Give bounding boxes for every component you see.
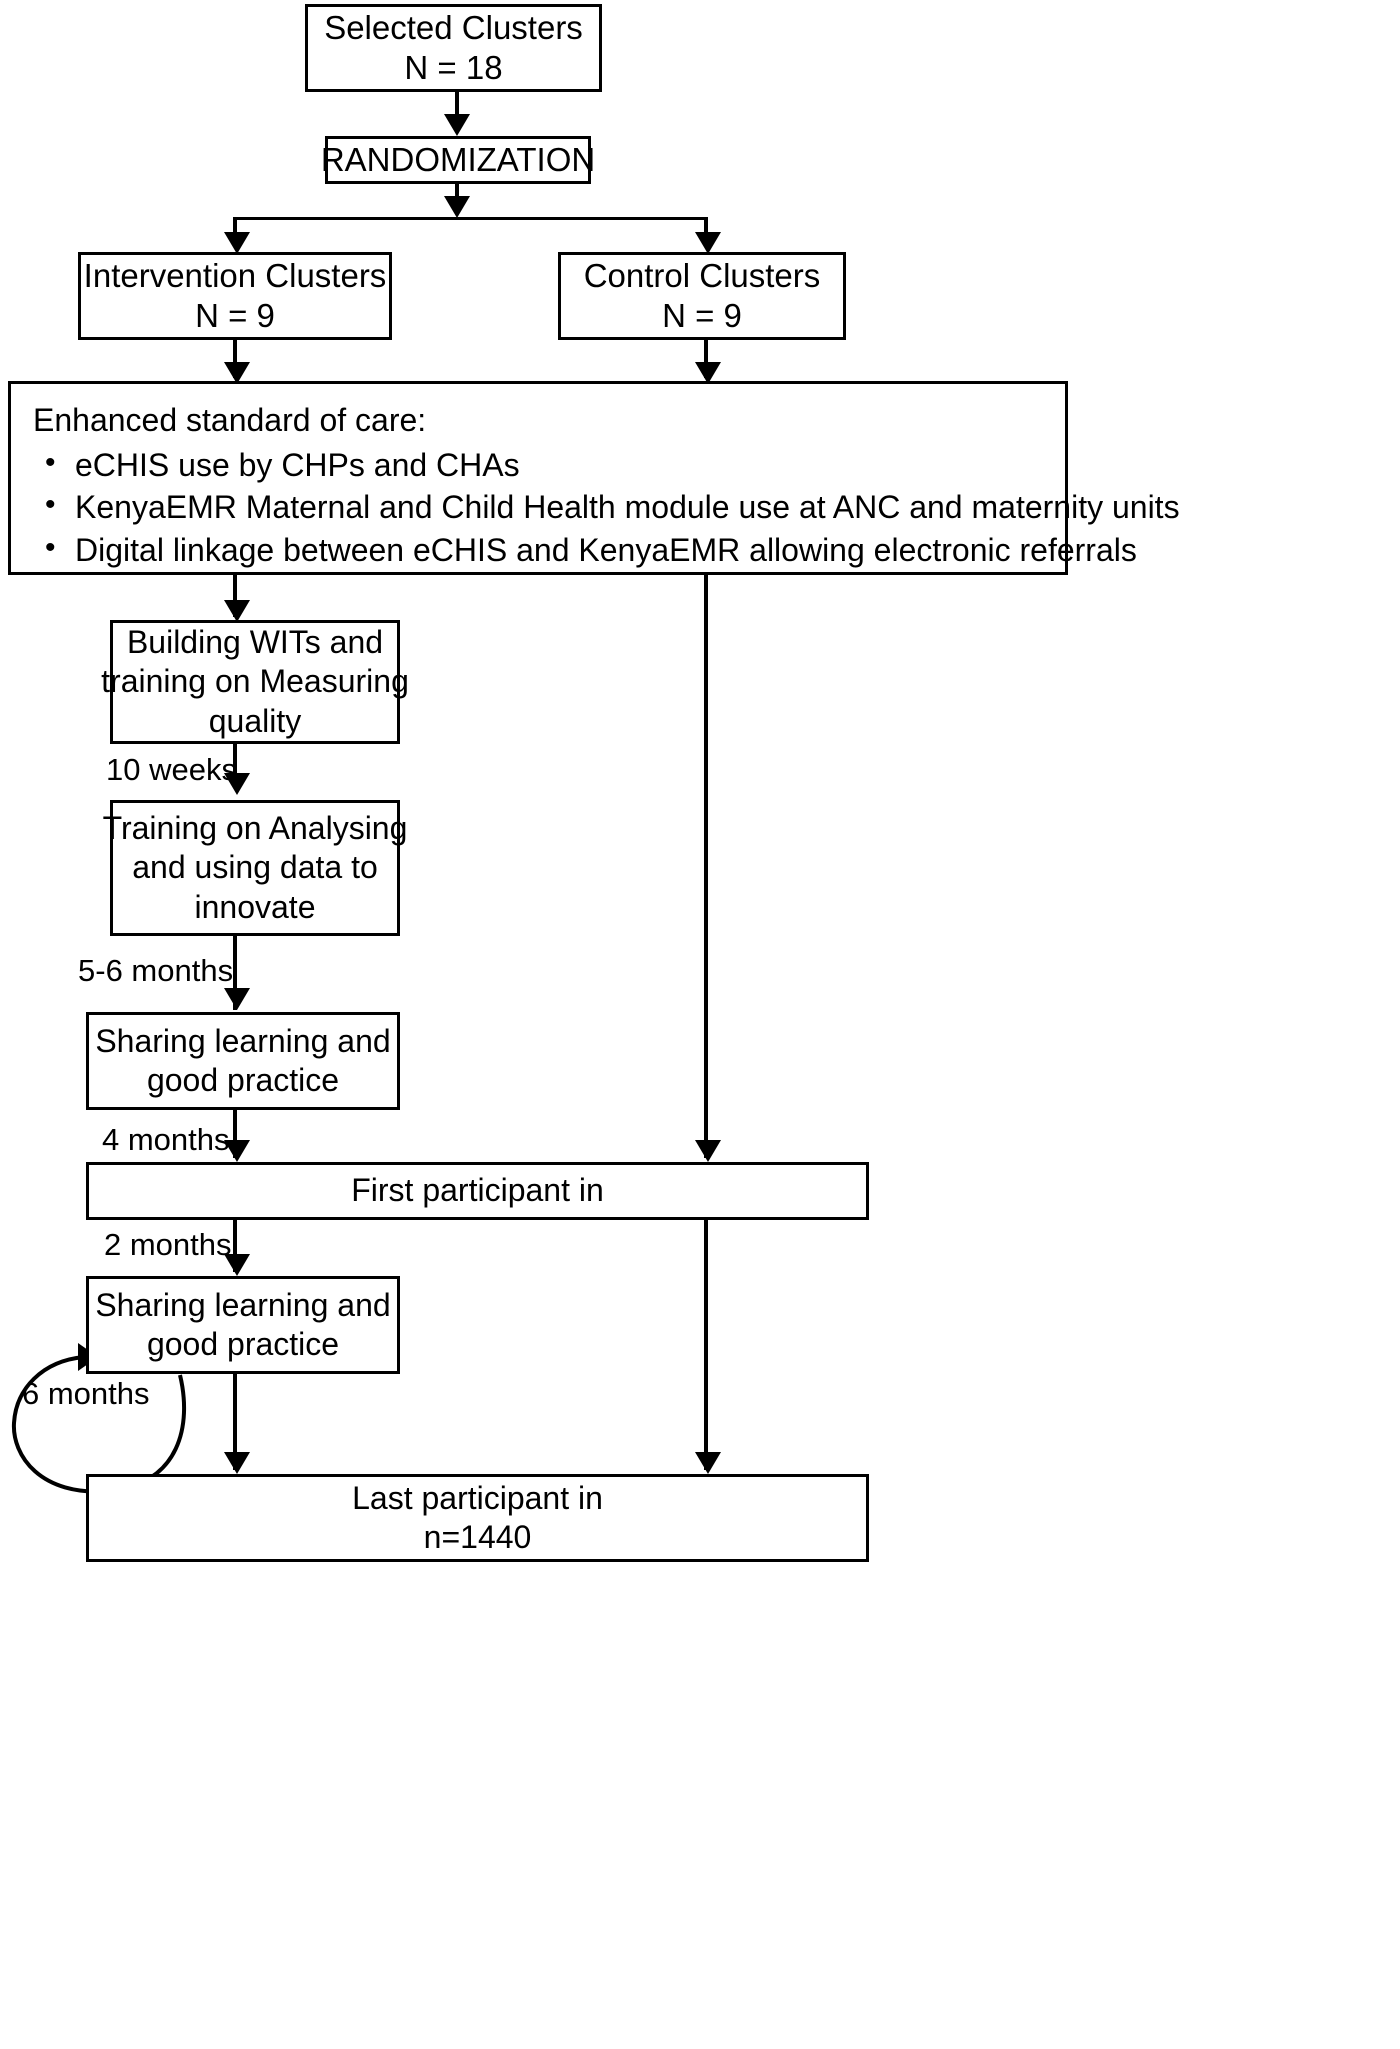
edge-bus-to-intervention xyxy=(233,217,237,243)
node-intervention-clusters-line2: N = 9 xyxy=(195,297,275,334)
edge-first-to-sharing2 xyxy=(233,1220,237,1272)
node-training-analysing-line2: and using data to xyxy=(132,849,378,886)
edge-enhanced-to-wits-arrowhead xyxy=(224,600,250,622)
edge-selected-to-randomization-arrowhead xyxy=(444,114,470,136)
node-training-analysing-line3: innovate xyxy=(194,888,316,925)
edge-split-bus xyxy=(234,217,708,220)
edge-selected-to-randomization xyxy=(455,92,459,116)
node-sharing-learning-2: Sharing learning and good practice xyxy=(86,1276,400,1374)
edge-bus-to-control xyxy=(704,217,708,243)
node-selected-clusters: Selected Clusters N = 18 xyxy=(305,4,602,92)
edge-wits-to-training-arrowhead xyxy=(224,773,250,795)
edge-bus-to-control-arrowhead xyxy=(695,232,721,254)
node-sharing-learning-1-line2: good practice xyxy=(146,1062,340,1098)
edge-sharing1-to-first-arrowhead xyxy=(224,1140,250,1162)
node-building-wits-line3: quality xyxy=(208,702,302,739)
edge-randomization-stem xyxy=(455,184,459,201)
node-sharing-learning-2-line2: good practice xyxy=(146,1326,340,1362)
edge-control-spine-lower xyxy=(704,1220,708,1470)
node-building-wits: Building WITs and training on Measuring … xyxy=(101,620,409,744)
enhanced-care-bullet-2: KenyaEMR Maternal and Child Health modul… xyxy=(45,485,1180,529)
edge-intervention-to-enhanced xyxy=(233,340,237,378)
edge-label-10-weeks: 10 weeks xyxy=(106,752,237,787)
node-first-participant-label: First participant in xyxy=(351,1172,604,1209)
node-first-participant: First participant in xyxy=(86,1162,869,1220)
node-last-participant: Last participant in n=1440 xyxy=(86,1474,869,1562)
node-last-participant-line2: n=1440 xyxy=(423,1519,532,1555)
node-intervention-clusters: Intervention Clusters N = 9 xyxy=(78,252,392,340)
node-training-analysing: Training on Analysing and using data to … xyxy=(103,800,407,936)
edge-label-5-6-months: 5-6 months xyxy=(78,953,234,988)
node-intervention-clusters-line1: Intervention Clusters xyxy=(83,256,387,294)
node-sharing-learning-2-line1: Sharing learning and xyxy=(95,1286,391,1323)
edge-label-4-months: 4 months xyxy=(102,1122,230,1157)
edge-control-to-enhanced-arrowhead xyxy=(695,362,721,384)
edge-control-long-spine xyxy=(704,575,708,1158)
node-selected-clusters-line2: N = 18 xyxy=(404,49,503,86)
node-building-wits-line1: Building WITs and xyxy=(126,624,384,661)
enhanced-care-bullet-3: Digital linkage between eCHIS and KenyaE… xyxy=(45,528,1137,572)
edge-sharing1-to-first xyxy=(233,1110,237,1158)
edge-sharing2-to-last-arrowhead xyxy=(224,1452,250,1474)
enhanced-care-heading: Enhanced standard of care: xyxy=(33,402,427,438)
edge-first-to-sharing2-arrowhead xyxy=(224,1254,250,1276)
node-last-participant-line1: Last participant in xyxy=(352,1479,603,1516)
edge-enhanced-to-wits xyxy=(233,575,237,617)
node-building-wits-line2: training on Measuring xyxy=(101,663,409,700)
node-sharing-learning-1-line1: Sharing learning and xyxy=(95,1022,391,1059)
edge-control-spine-lower-arrowhead xyxy=(695,1452,721,1474)
edge-label-2-months: 2 months xyxy=(104,1227,232,1262)
edge-control-long-spine-arrowhead xyxy=(695,1140,721,1162)
edge-training-to-sharing1-arrowhead xyxy=(224,988,250,1010)
node-randomization-label: RANDOMIZATION xyxy=(320,140,596,178)
edge-intervention-to-enhanced-arrowhead xyxy=(224,362,250,384)
node-selected-clusters-line1: Selected Clusters xyxy=(324,8,583,46)
node-control-clusters-line2: N = 9 xyxy=(662,297,742,334)
enhanced-care-bullet-1: eCHIS use by CHPs and CHAs xyxy=(45,443,1043,487)
edge-bus-to-intervention-arrowhead xyxy=(224,232,250,254)
node-training-analysing-line1: Training on Analysing xyxy=(102,810,408,847)
enhanced-care-bullet-list: eCHIS use by CHPs and CHAs KenyaEMR Mate… xyxy=(33,443,1180,572)
node-randomization: RANDOMIZATION xyxy=(321,136,595,184)
node-sharing-learning-1: Sharing learning and good practice xyxy=(86,1012,400,1110)
edge-label-6-months: 6 months xyxy=(22,1376,150,1411)
edge-sharing2-to-last xyxy=(233,1374,237,1470)
edge-control-to-enhanced xyxy=(704,340,708,378)
edge-randomization-stem-arrowhead xyxy=(444,196,470,218)
edge-training-to-sharing1 xyxy=(233,936,237,1010)
edge-wits-to-training xyxy=(233,744,237,788)
node-control-clusters-line1: Control Clusters xyxy=(583,256,821,294)
node-enhanced-standard-of-care: Enhanced standard of care: eCHIS use by … xyxy=(8,381,1180,575)
node-control-clusters: Control Clusters N = 9 xyxy=(558,252,846,340)
